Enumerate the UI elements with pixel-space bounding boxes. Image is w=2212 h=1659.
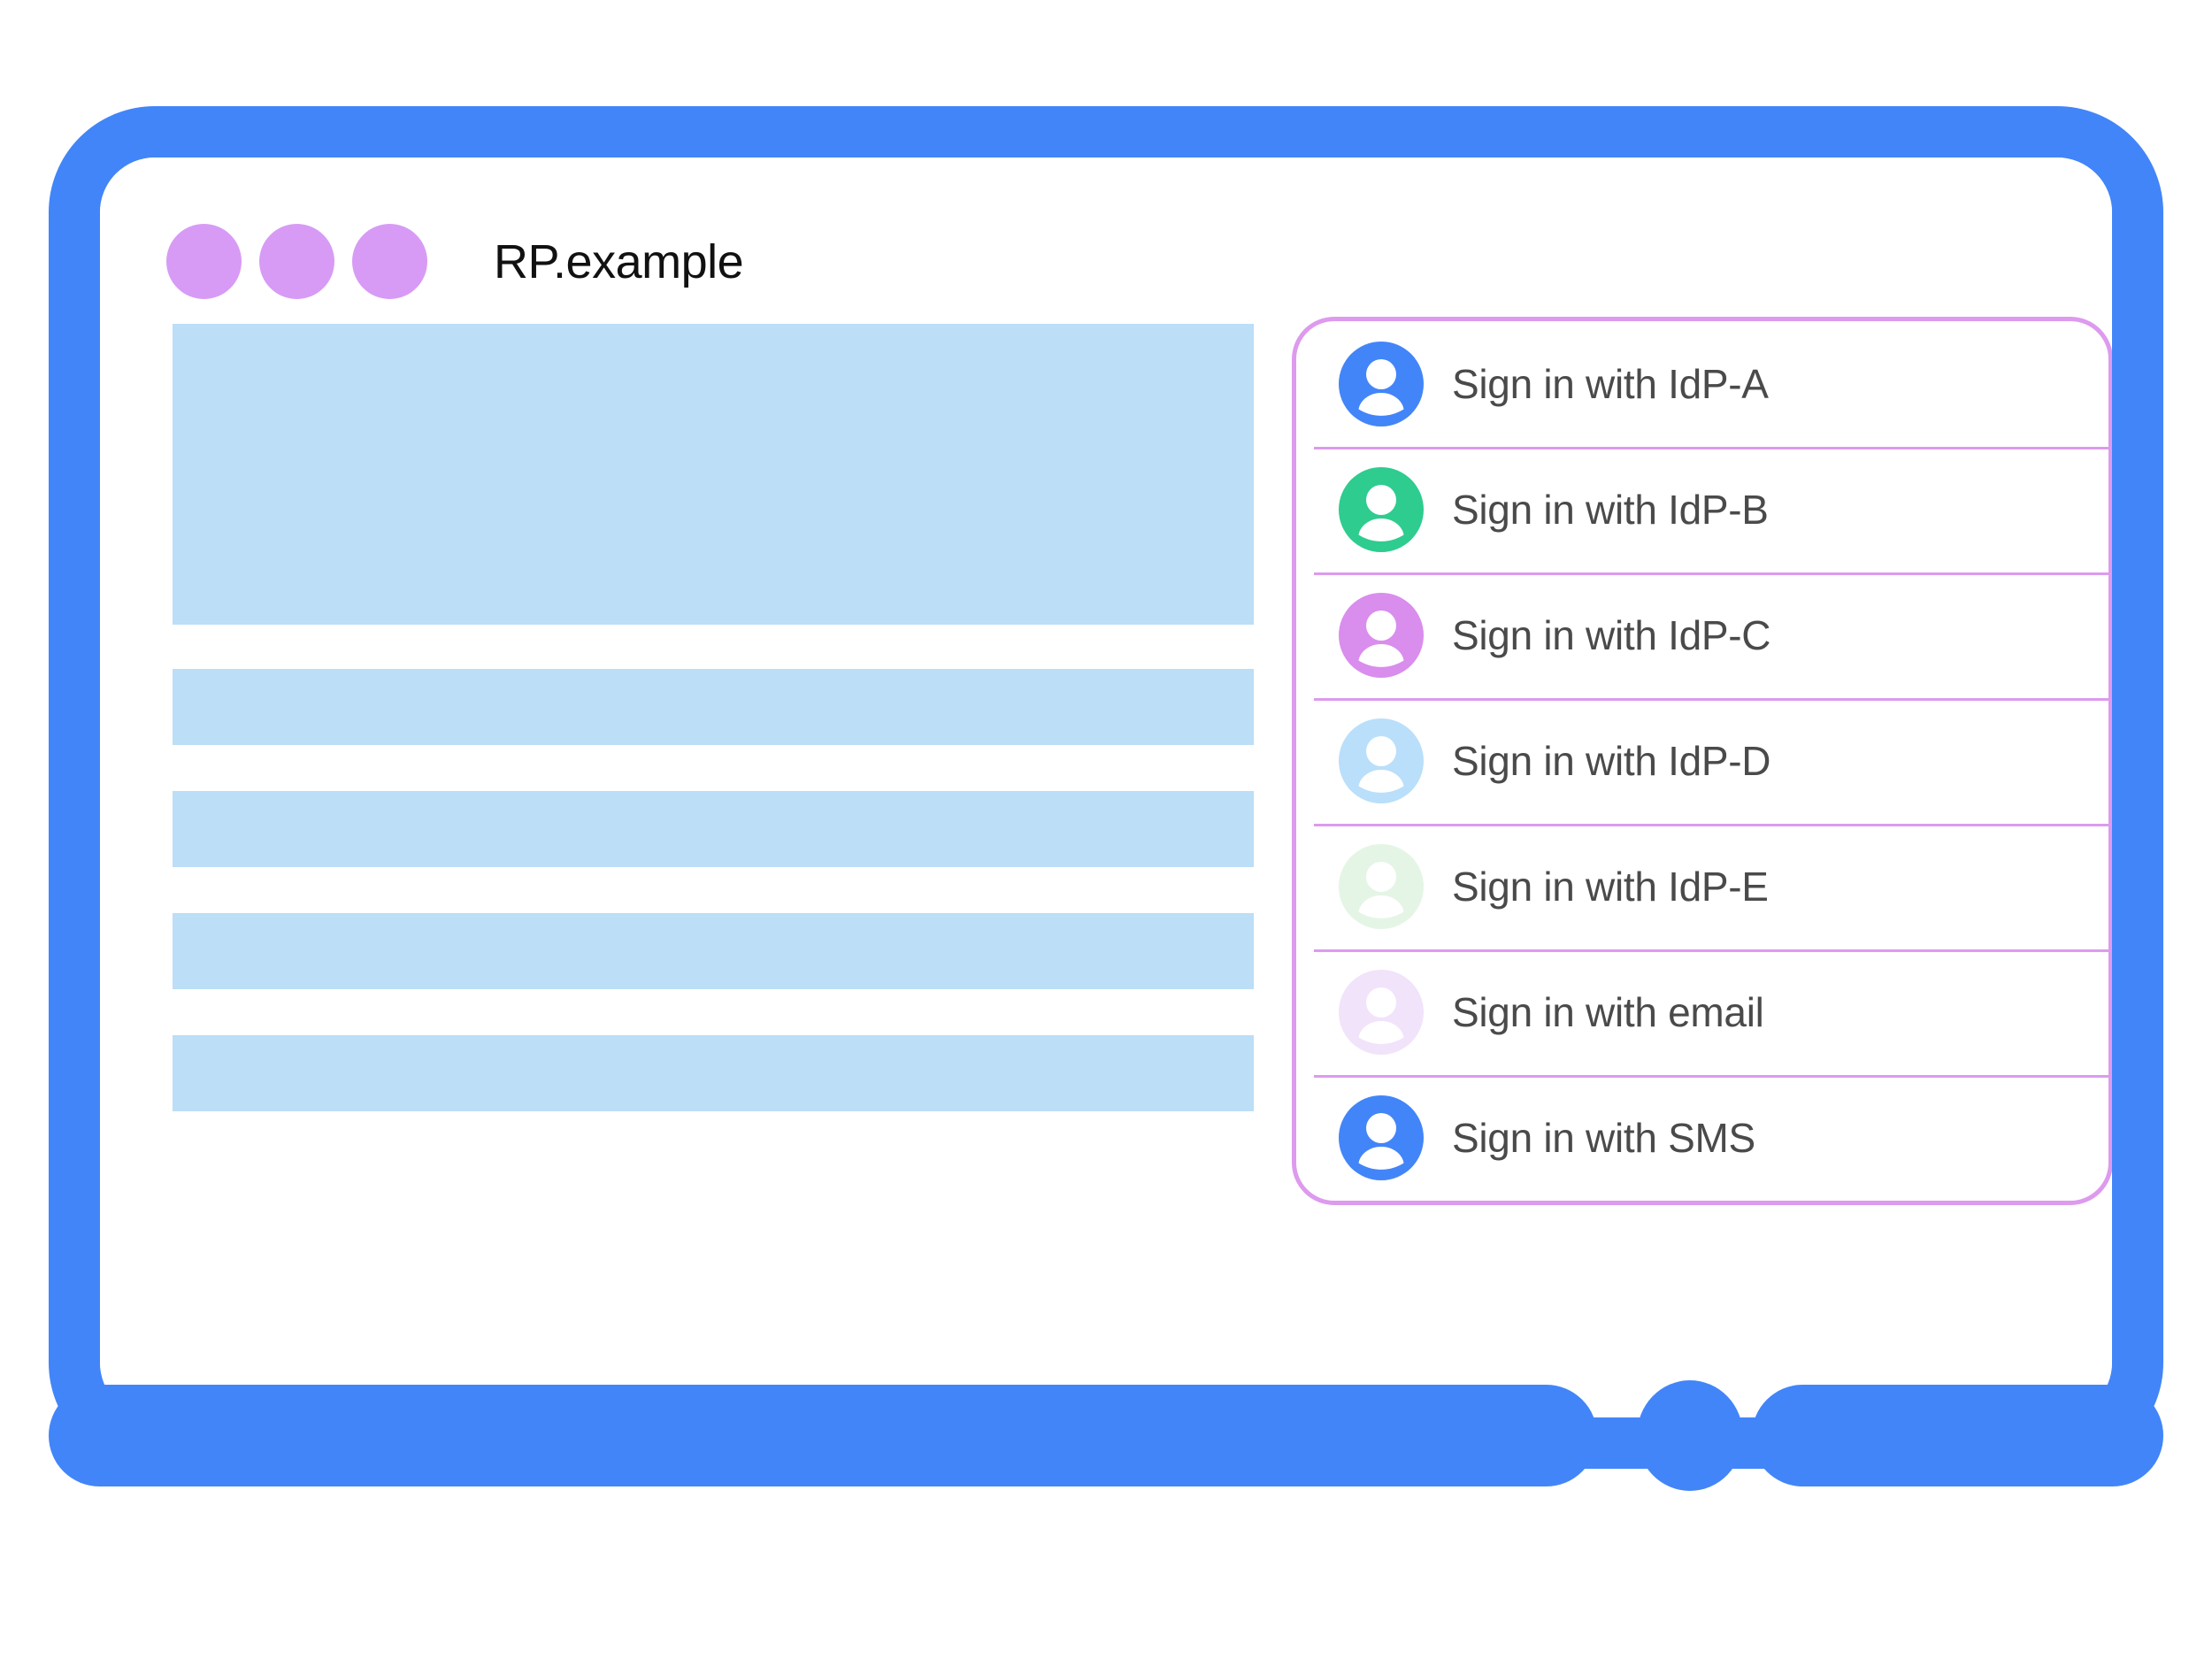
placeholder-bar-3 xyxy=(173,913,1254,989)
signin-option-idp-d[interactable]: Sign in with IdP-D xyxy=(1296,698,2108,824)
signin-option-label: Sign in with IdP-B xyxy=(1452,487,1769,533)
window-dot-1[interactable] xyxy=(166,224,242,299)
placeholder-bar-2 xyxy=(173,791,1254,867)
signin-option-label: Sign in with IdP-A xyxy=(1452,361,1769,407)
tablet-device-frame: RP.example Sign in with IdP-A xyxy=(49,106,2163,1610)
placeholder-bar-4 xyxy=(173,1035,1254,1111)
person-avatar-icon xyxy=(1339,844,1424,929)
signin-option-label: Sign in with email xyxy=(1452,989,1764,1035)
person-avatar-icon xyxy=(1339,718,1424,803)
placeholder-hero-block xyxy=(173,324,1254,625)
account-chooser-panel: Sign in with IdP-A Sign in with IdP-B xyxy=(1292,317,2112,1205)
signin-option-label: Sign in with IdP-C xyxy=(1452,612,1771,658)
page-title: RP.example xyxy=(494,234,744,288)
home-button[interactable] xyxy=(1637,1380,1743,1491)
person-avatar-icon xyxy=(1339,1095,1424,1180)
device-bottom-bar-right xyxy=(1752,1385,2163,1486)
person-avatar-icon xyxy=(1339,342,1424,426)
device-bottom-bar-left xyxy=(49,1385,1597,1486)
person-avatar-icon xyxy=(1339,970,1424,1055)
signin-option-idp-e[interactable]: Sign in with IdP-E xyxy=(1296,824,2108,949)
person-avatar-icon xyxy=(1339,467,1424,552)
signin-option-label: Sign in with SMS xyxy=(1452,1115,1755,1161)
signin-option-sms[interactable]: Sign in with SMS xyxy=(1296,1075,2108,1201)
browser-header: RP.example xyxy=(166,219,744,303)
person-avatar-icon xyxy=(1339,593,1424,678)
content-placeholder-area xyxy=(173,324,1254,1157)
placeholder-bar-1 xyxy=(173,669,1254,745)
signin-option-label: Sign in with IdP-D xyxy=(1452,738,1771,784)
signin-option-idp-b[interactable]: Sign in with IdP-B xyxy=(1296,447,2108,572)
window-dot-2[interactable] xyxy=(259,224,334,299)
signin-option-email[interactable]: Sign in with email xyxy=(1296,949,2108,1075)
signin-option-label: Sign in with IdP-E xyxy=(1452,864,1769,910)
window-dot-3[interactable] xyxy=(352,224,427,299)
browser-screen: RP.example Sign in with IdP-A xyxy=(100,157,2112,1417)
signin-option-idp-c[interactable]: Sign in with IdP-C xyxy=(1296,572,2108,698)
signin-option-idp-a[interactable]: Sign in with IdP-A xyxy=(1296,321,2108,447)
